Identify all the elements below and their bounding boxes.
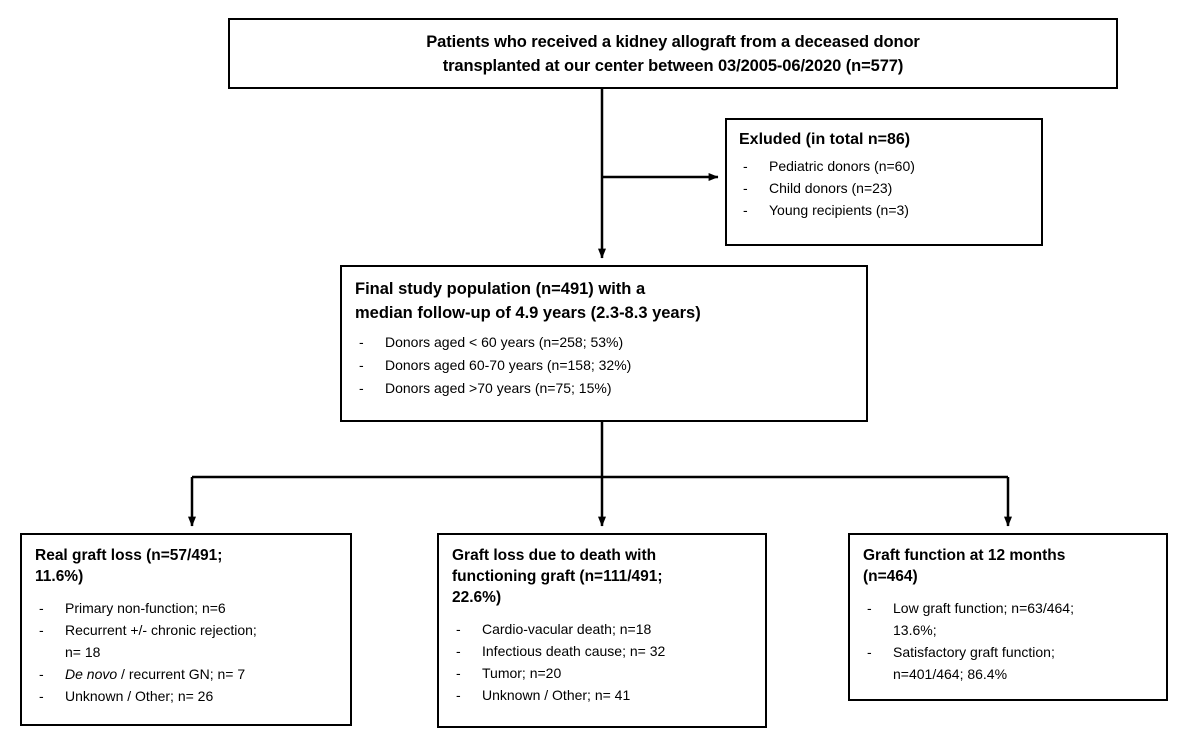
list-item-label: Pediatric donors (n=60) [769,158,915,174]
list-item: - Donors aged >70 years (n=75; 15%) [355,377,856,400]
node-graft-function-12-months: Graft function at 12 months (n=464) - Lo… [848,533,1168,701]
bullet-dash-icon: - [456,643,461,659]
final-population-bullet-list: - Donors aged < 60 years (n=258; 53%) - … [355,331,856,400]
bullet-dash-icon: - [359,380,364,396]
real-graft-loss-title: Real graft loss (n=57/491; 11.6%) [35,545,342,587]
graft-function-bullet-list: - Low graft function; n=63/464; 13.6%; -… [863,597,1158,685]
list-item-label: Recurrent +/- chronic rejection; [65,622,257,638]
list-item-label: n= 18 [65,644,101,660]
bullet-dash-icon: - [39,622,44,638]
list-item: - Donors aged < 60 years (n=258; 53%) [355,331,856,354]
node-top-cohort: Patients who received a kidney allograft… [228,18,1118,89]
death-with-function-title-line1: Graft loss due to death with [452,547,657,564]
death-with-function-title-line3: 22.6%) [452,589,502,606]
bullet-dash-icon: - [39,666,44,682]
list-item: - Child donors (n=23) [739,177,1031,199]
bullet-dash-icon: - [456,687,461,703]
list-item: - Recurrent +/- chronic rejection; [35,619,342,641]
list-item: - Young recipients (n=3) [739,199,1031,221]
list-item-label: n=401/464; 86.4% [893,666,1008,682]
list-item: - Satisfactory graft function; [863,641,1158,663]
bullet-dash-icon: - [39,600,44,616]
list-item-label-italic: De novo [65,666,118,682]
list-item-label: Donors aged 60-70 years (n=158; 32%) [385,357,632,373]
list-item-label: Child donors (n=23) [769,180,893,196]
real-graft-loss-title-line2: 11.6%) [35,568,84,585]
list-item-label: Infectious death cause; n= 32 [482,643,666,659]
final-population-title: Final study population (n=491) with a me… [355,277,856,325]
death-with-function-title-line2: functioning graft (n=111/491; [452,568,663,585]
bullet-dash-icon: - [867,600,872,616]
list-item: - De novo / recurrent GN; n= 7 [35,663,342,685]
list-item: - Donors aged 60-70 years (n=158; 32%) [355,354,856,377]
excluded-bullet-list: - Pediatric donors (n=60) - Child donors… [739,155,1031,221]
list-item-label: Cardio-vacular death; n=18 [482,621,652,637]
death-with-function-bullet-list: - Cardio-vacular death; n=18 - Infectiou… [452,618,757,706]
list-item-label: Low graft function; n=63/464; [893,600,1074,616]
death-with-function-title: Graft loss due to death with functioning… [452,545,757,608]
list-item-label: 13.6%; [893,622,937,638]
list-item: - Primary non-function; n=6 [35,597,342,619]
node-death-with-functioning-graft: Graft loss due to death with functioning… [437,533,767,728]
list-item: - Unknown / Other; n= 26 [35,685,342,707]
list-item-label: Primary non-function; n=6 [65,600,226,616]
list-item-label: Donors aged < 60 years (n=258; 53%) [385,334,624,350]
graft-function-title-line2: (n=464) [863,568,918,585]
node-final-population: Final study population (n=491) with a me… [340,265,868,422]
list-item-label: Donors aged >70 years (n=75; 15%) [385,380,612,396]
bullet-dash-icon: - [39,688,44,704]
list-item-label: Tumor; n=20 [482,665,562,681]
top-cohort-title-line2: transplanted at our center between 03/20… [442,56,904,75]
list-item-label: Satisfactory graft function; [893,644,1055,660]
list-item: - Pediatric donors (n=60) [739,155,1031,177]
node-real-graft-loss: Real graft loss (n=57/491; 11.6%) - Prim… [20,533,352,726]
bullet-dash-icon: - [456,621,461,637]
final-population-title-line2: median follow-up of 4.9 years (2.3-8.3 y… [355,304,701,322]
graft-function-title-line1: Graft function at 12 months [863,547,1066,564]
list-item-label: / recurrent GN; n= 7 [117,666,246,682]
list-item-continuation: 13.6%; [863,619,1158,641]
list-item-label: Unknown / Other; n= 41 [482,687,631,703]
list-item: - Low graft function; n=63/464; [863,597,1158,619]
list-item: - Tumor; n=20 [452,662,757,684]
list-item: - Infectious death cause; n= 32 [452,640,757,662]
list-item-continuation: n= 18 [35,641,342,663]
list-item-continuation: n=401/464; 86.4% [863,663,1158,685]
list-item-label: Young recipients (n=3) [769,202,909,218]
bullet-dash-icon: - [743,158,748,174]
bullet-dash-icon: - [743,202,748,218]
real-graft-loss-bullet-list: - Primary non-function; n=6 - Recurrent … [35,597,342,707]
top-cohort-title: Patients who received a kidney allograft… [426,30,920,78]
excluded-title: Exluded (in total n=86) [739,131,911,148]
bullet-dash-icon: - [867,644,872,660]
bullet-dash-icon: - [743,180,748,196]
list-item: - Cardio-vacular death; n=18 [452,618,757,640]
final-population-title-line1: Final study population (n=491) with a [355,280,646,298]
graft-function-title: Graft function at 12 months (n=464) [863,545,1158,587]
bullet-dash-icon: - [359,357,364,373]
real-graft-loss-title-line1: Real graft loss (n=57/491; [35,547,223,564]
list-item: - Unknown / Other; n= 41 [452,684,757,706]
bullet-dash-icon: - [359,334,364,350]
list-item-label: Unknown / Other; n= 26 [65,688,214,704]
top-cohort-title-line1: Patients who received a kidney allograft… [426,32,920,51]
bullet-dash-icon: - [456,665,461,681]
node-excluded: Exluded (in total n=86) - Pediatric dono… [725,118,1043,246]
